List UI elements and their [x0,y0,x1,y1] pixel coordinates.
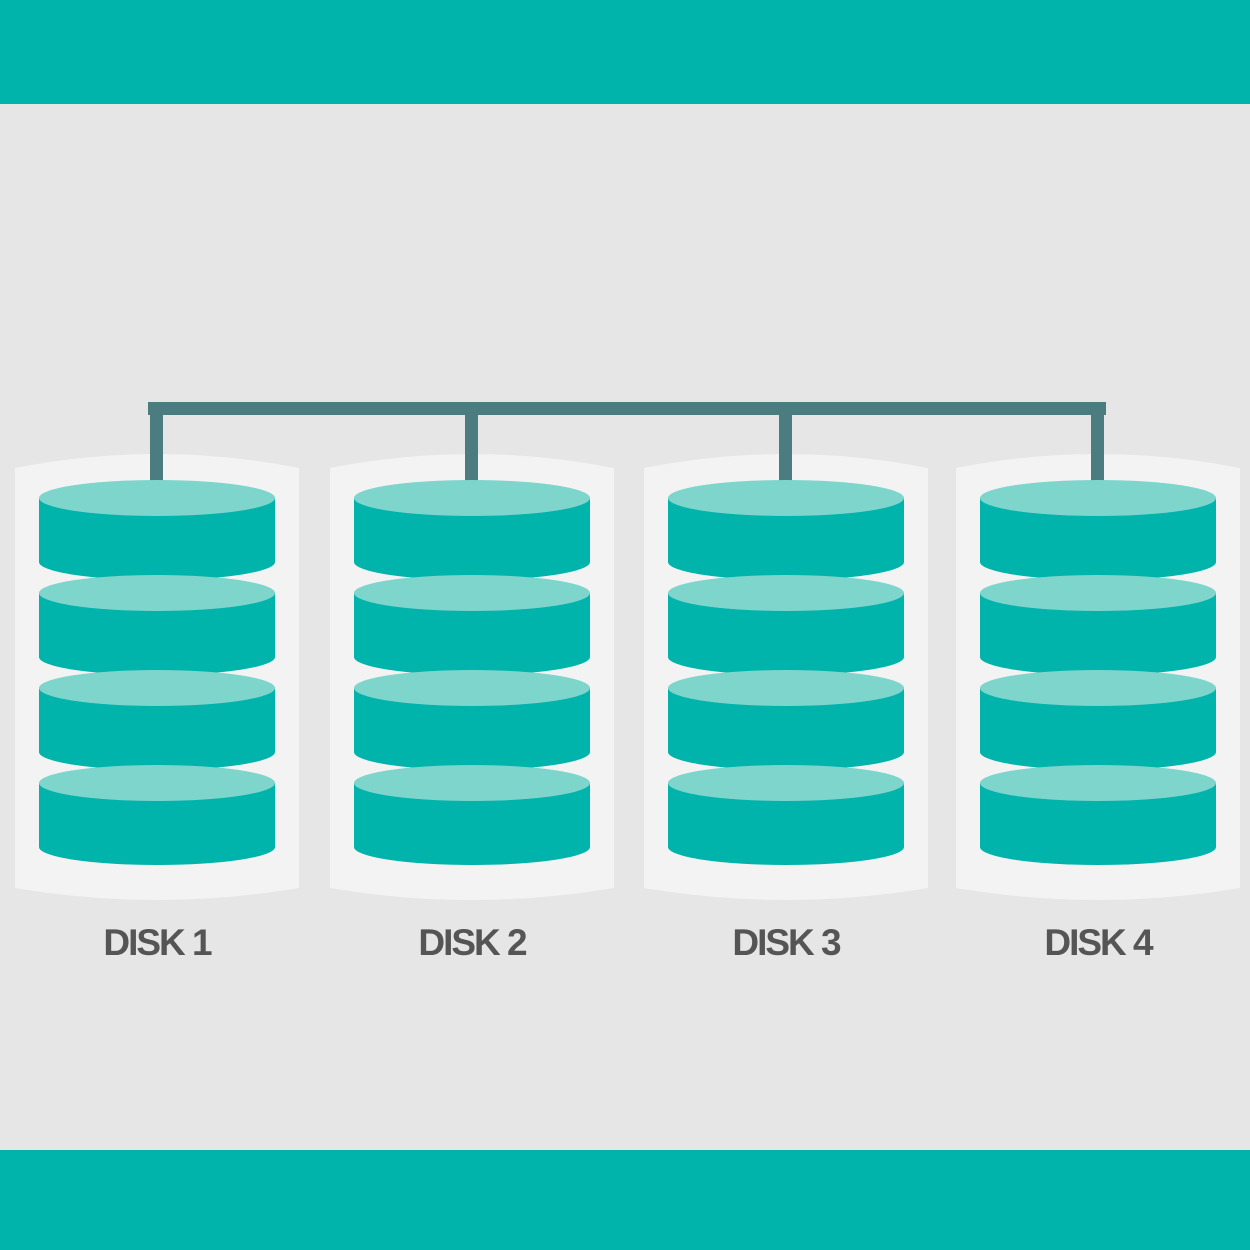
disk-stack [354,480,590,865]
platter-top [980,480,1216,516]
platter-body [39,783,275,865]
platter-body [354,783,590,865]
disk-connector [148,402,1106,498]
disk-label-1: DISK 1 [103,922,212,963]
platter-top [668,670,904,706]
platter-top [980,765,1216,801]
platter-top [980,575,1216,611]
platter-top [354,480,590,516]
connector-drop [150,402,163,498]
platter-body [980,593,1216,675]
platter-body [354,593,590,675]
disk-label-3: DISK 3 [732,922,841,963]
platter-body [980,783,1216,865]
platter-top [668,480,904,516]
platter-top [354,575,590,611]
disk-stack [39,480,275,865]
connector-drop [1091,402,1104,498]
platter-top [39,765,275,801]
disk-stack [980,480,1216,865]
disk-stack [668,480,904,865]
platter-top [668,765,904,801]
platter-body [354,688,590,770]
platter-body [39,593,275,675]
platter-top [354,670,590,706]
platter-top [39,670,275,706]
disk-stacks [39,480,1216,865]
top-band [0,0,1250,104]
platter-body [668,783,904,865]
platter-top [668,575,904,611]
platter-body [980,498,1216,580]
disk-label-4: DISK 4 [1044,922,1153,963]
platter-top [354,765,590,801]
platter-body [668,688,904,770]
bottom-band [0,1150,1250,1250]
platter-top [39,480,275,516]
platter-body [39,688,275,770]
connector-drop [465,402,478,498]
platter-body [354,498,590,580]
platter-body [39,498,275,580]
platter-top [980,670,1216,706]
disk-label-2: DISK 2 [418,922,527,963]
connector-bus [148,402,1106,415]
connector-drop [779,402,792,498]
platter-body [980,688,1216,770]
platter-body [668,593,904,675]
platter-top [39,575,275,611]
platter-body [668,498,904,580]
